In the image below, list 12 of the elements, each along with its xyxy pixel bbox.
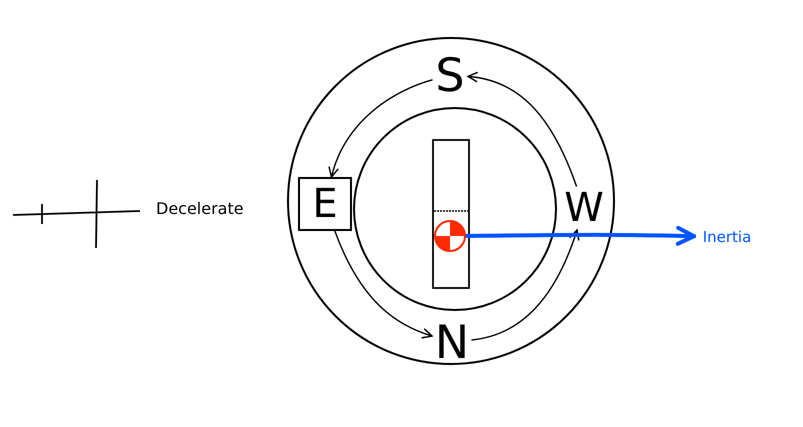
arrow (471, 229, 580, 341)
compass-letter: W (560, 186, 608, 230)
arrow (467, 72, 578, 187)
compass-letter-box: E (298, 177, 352, 231)
center-of-mass-icon (434, 220, 466, 252)
compass-letter: S (432, 50, 468, 100)
arrow (464, 226, 696, 246)
direction-label: Decelerate (156, 198, 244, 220)
compass-letter: N (432, 318, 472, 366)
arrow (329, 79, 433, 178)
arrow (334, 230, 433, 338)
force-label: Inertia (694, 226, 760, 248)
